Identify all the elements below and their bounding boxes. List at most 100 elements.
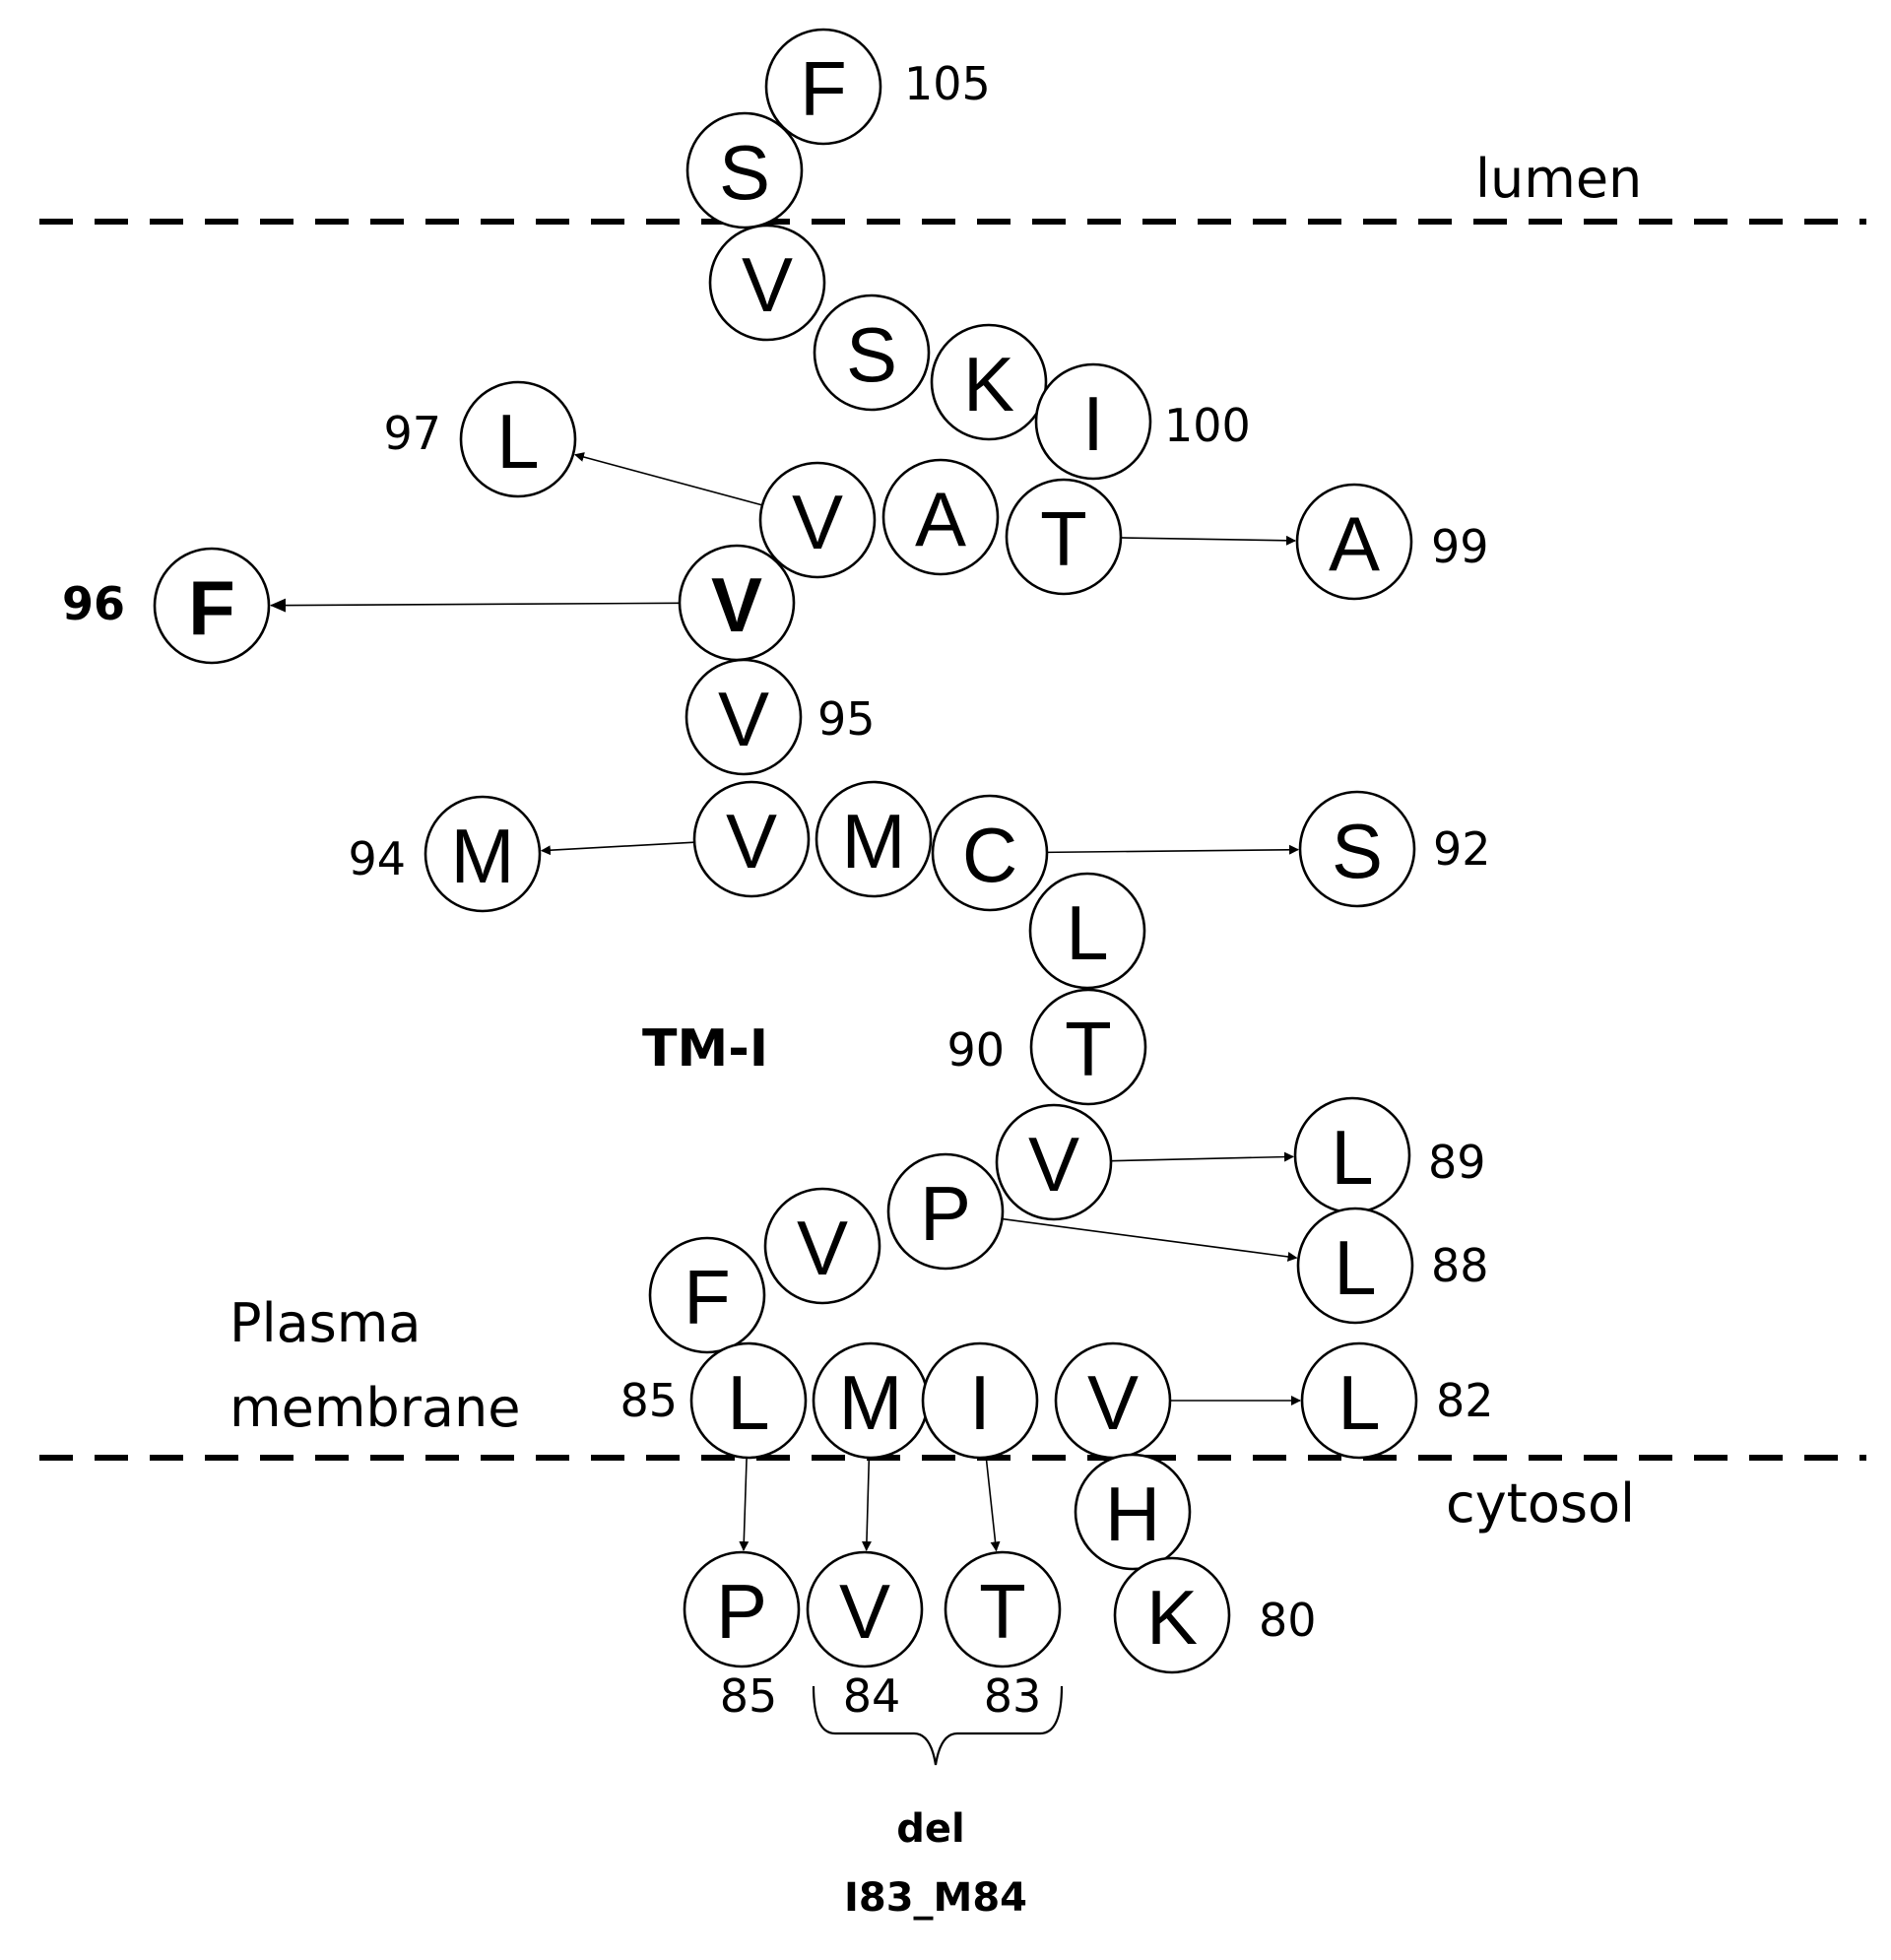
position-label-l85: 85 — [619, 1374, 678, 1427]
residue-letter: I — [969, 1359, 991, 1446]
residue-letter: M — [451, 813, 515, 899]
mutant-s92: S — [1298, 790, 1416, 908]
residue-circle — [424, 795, 542, 913]
mutation-arrow-s92 — [1046, 844, 1300, 855]
position-label-p85: 85 — [720, 1669, 778, 1723]
residue-letter: H — [1105, 1470, 1160, 1557]
residue-letter: V — [742, 241, 793, 328]
residue-letter: P — [920, 1170, 971, 1257]
residue-circle — [708, 224, 826, 342]
residue-circle — [1034, 362, 1152, 481]
residue-circle — [648, 1236, 766, 1354]
residue-circle — [815, 780, 933, 898]
residue-letter: F — [188, 564, 235, 651]
mutant-l89: L — [1293, 1096, 1411, 1214]
residue-circle — [153, 547, 271, 665]
residue-v97: V — [758, 461, 877, 579]
residue-m84: M — [812, 1341, 930, 1460]
residue-circle — [881, 458, 1000, 576]
residue-k80: K — [1113, 1556, 1231, 1674]
residue-v94: V — [692, 780, 811, 898]
mutant-f96: F — [153, 547, 271, 665]
position-label-a99: 99 — [1431, 520, 1489, 573]
mutant-m94: M — [424, 795, 542, 913]
residue-circle — [813, 294, 931, 412]
residue-letter: A — [1329, 500, 1380, 587]
position-label-v95: 95 — [817, 692, 876, 746]
residue-i83: I — [921, 1341, 1039, 1460]
deletion-label-line1: del — [896, 1806, 964, 1852]
residue-c92: C — [931, 794, 1049, 912]
residue-circle — [1298, 790, 1416, 908]
residue-letter: V — [1028, 1121, 1079, 1208]
residue-letter: F — [800, 45, 847, 132]
position-label-s92: 92 — [1433, 822, 1491, 876]
residue-circle — [683, 1550, 801, 1668]
residue-v87: V — [763, 1187, 881, 1305]
residue-l91: L — [1028, 872, 1146, 990]
residue-v95: V — [685, 658, 803, 776]
residue-v103: V — [708, 224, 826, 342]
residue-v96: V — [678, 544, 796, 662]
mutation-arrow-l88 — [1002, 1217, 1298, 1262]
mutant-v84: V — [806, 1550, 924, 1668]
plasma-membrane-label-line1: Plasma — [229, 1292, 421, 1354]
residue-circle — [764, 28, 882, 146]
residue-circle — [1113, 1556, 1231, 1674]
residue-letter: V — [797, 1205, 848, 1291]
residue-circle — [1295, 483, 1413, 601]
residue-circle — [685, 111, 804, 229]
residue-letter: C — [962, 812, 1017, 898]
position-label-t90: 90 — [946, 1023, 1005, 1077]
mutant-t83: T — [944, 1550, 1062, 1668]
residue-h81: H — [1074, 1453, 1192, 1571]
residue-circle — [685, 658, 803, 776]
residue-v89: V — [995, 1103, 1113, 1221]
residue-m93: M — [815, 780, 933, 898]
residue-circle — [1300, 1341, 1418, 1460]
mutant-l88: L — [1296, 1207, 1414, 1325]
residue-letter: M — [842, 798, 906, 884]
residue-v82: V — [1054, 1341, 1172, 1460]
residue-circle — [930, 323, 1048, 441]
residue-letter: I — [1082, 380, 1104, 467]
deletion-brace — [812, 1685, 1064, 1766]
mutant-p85: P — [683, 1550, 801, 1668]
residue-circle — [931, 794, 1049, 912]
residue-circle — [995, 1103, 1113, 1221]
deletion-label-line2: I83_M84 — [844, 1875, 1027, 1921]
residue-a98: A — [881, 458, 1000, 576]
residue-letter: K — [1146, 1574, 1198, 1661]
position-label-l97: 97 — [383, 407, 441, 460]
residue-s104: S — [685, 111, 804, 229]
residue-i100: I — [1034, 362, 1152, 481]
position-label-t83: 83 — [984, 1669, 1042, 1723]
residue-circle — [459, 380, 577, 498]
mutation-arrow-v84 — [861, 1457, 872, 1552]
residue-letter: L — [727, 1359, 769, 1446]
mutation-arrow-m94 — [540, 841, 695, 856]
residue-circle — [886, 1152, 1005, 1271]
residue-letter: M — [839, 1359, 903, 1446]
mutation-arrow-p85 — [739, 1457, 750, 1552]
residue-letter: L — [1331, 1114, 1373, 1201]
lumen-label: lumen — [1475, 148, 1642, 210]
residue-letter: T — [1040, 495, 1087, 582]
residue-letter: L — [1337, 1359, 1380, 1446]
mutation-arrow-f96 — [269, 598, 681, 613]
residue-letter: V — [839, 1568, 890, 1655]
residue-letter: S — [719, 129, 770, 216]
residue-letter: S — [846, 311, 897, 398]
position-label-v84: 84 — [843, 1669, 901, 1723]
residue-circle — [921, 1341, 1039, 1460]
residue-letter: V — [711, 561, 762, 648]
residue-letter: T — [979, 1568, 1026, 1655]
residue-circle — [692, 780, 811, 898]
residue-letter: K — [963, 341, 1014, 427]
mutation-arrow-t83 — [985, 1457, 1001, 1552]
residue-t99: T — [1005, 478, 1123, 596]
residue-circle — [806, 1550, 924, 1668]
